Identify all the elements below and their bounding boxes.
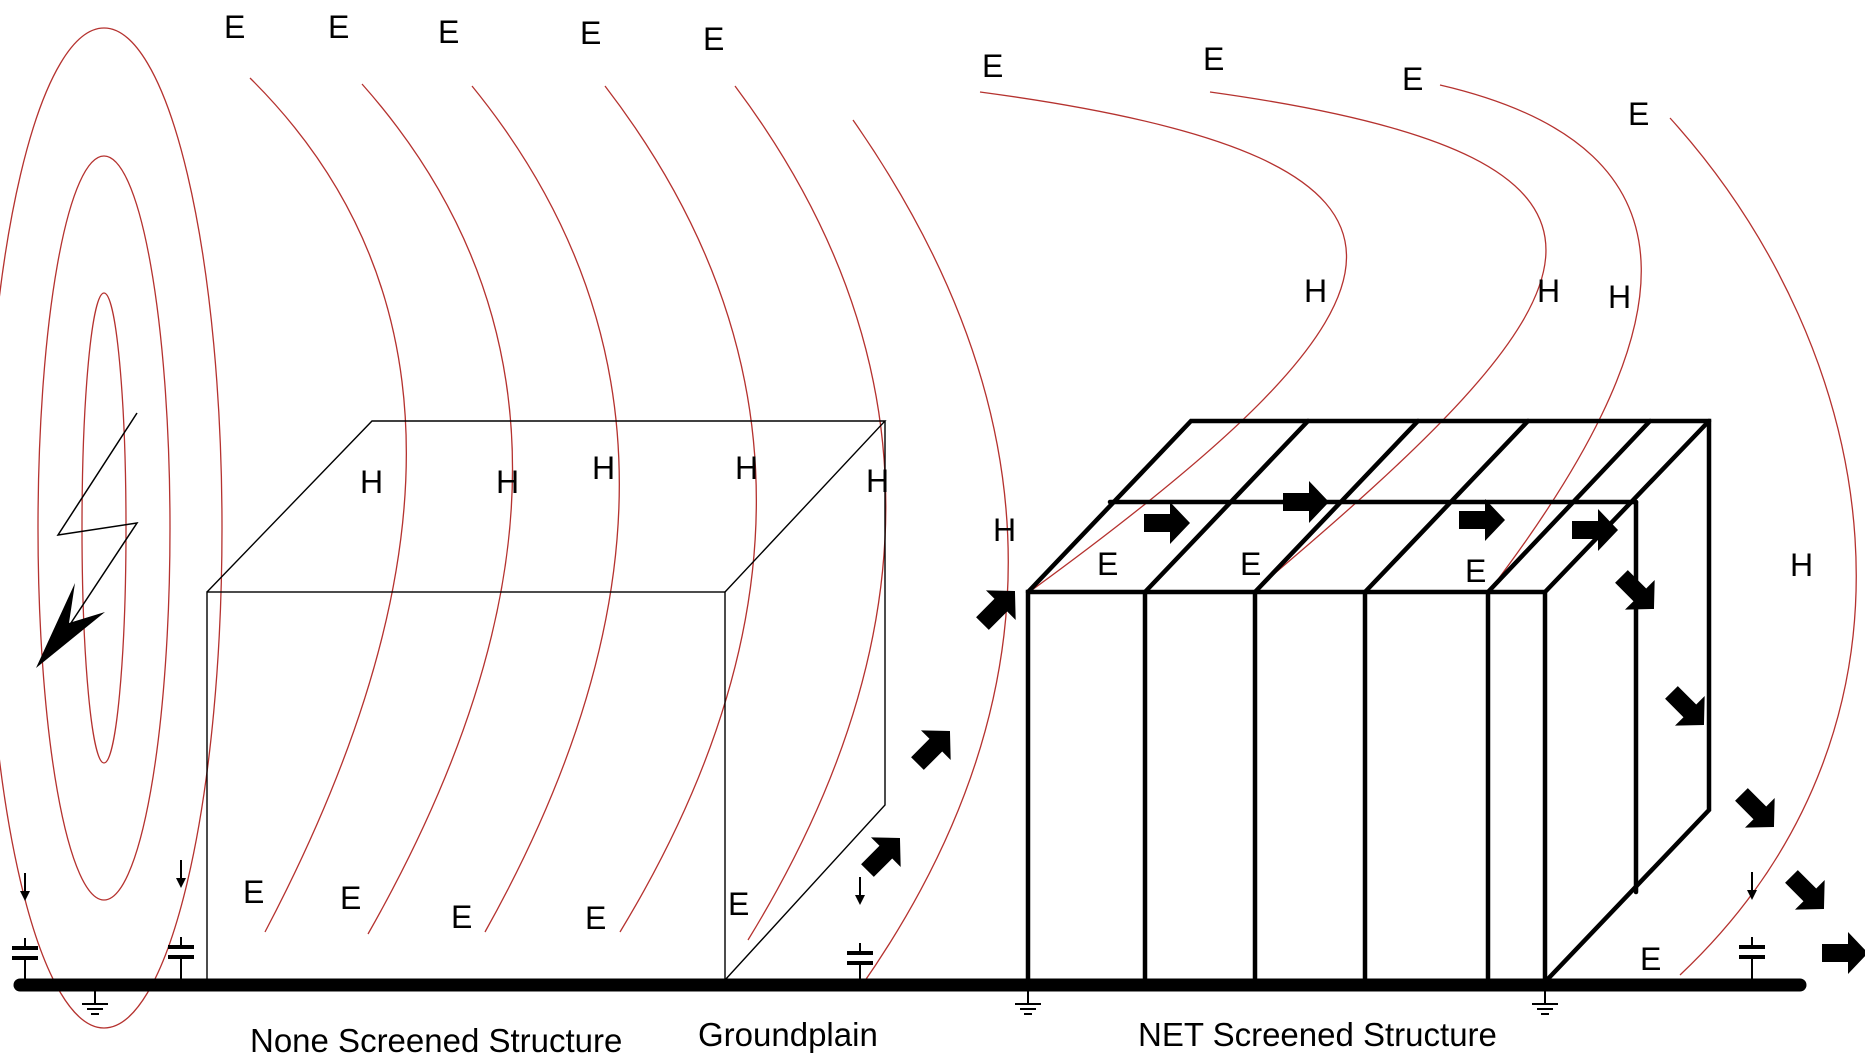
- caption-groundplain: Groundplain: [698, 1016, 878, 1053]
- e-label: E: [1097, 546, 1118, 582]
- caption-none-screened-structure: None Screened Structure: [250, 1022, 622, 1059]
- ground-symbol-icon: [81, 989, 109, 1015]
- e-label: E: [1240, 546, 1261, 582]
- capacitor-icon: [10, 936, 40, 984]
- e-label: E: [224, 9, 245, 45]
- capacitor-icon: [1737, 935, 1767, 983]
- field-line: [979, 91, 1347, 591]
- captions: None Screened Structure Groundplain NET …: [250, 1016, 1497, 1059]
- e-label: E: [340, 880, 361, 916]
- field-line: [852, 119, 1009, 989]
- arrow-icon: [1746, 871, 1758, 901]
- arrow-icon: [1572, 509, 1618, 551]
- lightning-bolt-icon: [36, 412, 139, 668]
- e-label: E: [451, 899, 472, 935]
- field-rings: [0, 27, 223, 1029]
- e-label: E: [1402, 61, 1423, 97]
- field-ring-outer: [0, 27, 223, 1029]
- e-label: E: [585, 900, 606, 936]
- h-label: H: [993, 512, 1016, 548]
- e-label: E: [1465, 553, 1486, 589]
- field-line: [471, 85, 620, 933]
- capacitor-icon: [166, 935, 196, 983]
- h-label: H: [866, 463, 889, 499]
- arrow-icon: [1822, 932, 1865, 974]
- arrow-icon: [854, 876, 866, 906]
- field-line: [249, 77, 407, 933]
- field-ring-middle: [37, 155, 171, 901]
- h-label: H: [360, 464, 383, 500]
- e-label: E: [328, 9, 349, 45]
- ground-symbol-icon: [1531, 989, 1559, 1015]
- e-label: E: [1203, 41, 1224, 77]
- ground-symbols: [81, 989, 1559, 1015]
- h-label: H: [1790, 547, 1813, 583]
- h-label: H: [1537, 273, 1560, 309]
- e-label: E: [982, 48, 1003, 84]
- field-line: [361, 83, 514, 935]
- h-label: H: [1608, 279, 1631, 315]
- ground-symbol-icon: [1014, 989, 1042, 1015]
- arrow-icon: [175, 859, 187, 889]
- e-label: E: [580, 15, 601, 51]
- arrow-icon: [1776, 861, 1839, 924]
- h-label: H: [1304, 273, 1327, 309]
- h-label: H: [735, 450, 758, 486]
- e-label: E: [728, 886, 749, 922]
- h-label: H: [592, 450, 615, 486]
- e-label: E: [703, 21, 724, 57]
- arrow-icon: [902, 716, 965, 779]
- caption-net-screened-structure: NET Screened Structure: [1138, 1016, 1497, 1053]
- e-labels: E E E E E E E E E E E E E E E E E E: [224, 9, 1661, 977]
- arrow-icon: [1144, 502, 1190, 544]
- field-line: [1209, 91, 1547, 591]
- field-line: [604, 85, 757, 933]
- arrow-icon: [967, 576, 1030, 639]
- h-label: H: [496, 464, 519, 500]
- capacitors: [10, 859, 1767, 989]
- field-line: [1669, 117, 1857, 976]
- e-label: E: [243, 874, 264, 910]
- arrow-icon: [1726, 779, 1789, 842]
- e-label: E: [1628, 96, 1649, 132]
- arrow-icon: [1283, 481, 1329, 523]
- field-lines: [249, 77, 1857, 989]
- non-screened-structure: [206, 420, 887, 981]
- e-label: E: [438, 14, 459, 50]
- arrow-icon: [1459, 499, 1505, 541]
- net-screened-structure: [1025, 418, 1712, 985]
- field-line: [734, 85, 887, 941]
- arrow-icon: [852, 823, 915, 886]
- field-ring-inner: [81, 292, 127, 764]
- direction-arrows: [852, 481, 1865, 974]
- h-labels: H H H H H H H H H H: [360, 273, 1813, 583]
- field-line: [1439, 84, 1642, 591]
- e-label: E: [1640, 941, 1661, 977]
